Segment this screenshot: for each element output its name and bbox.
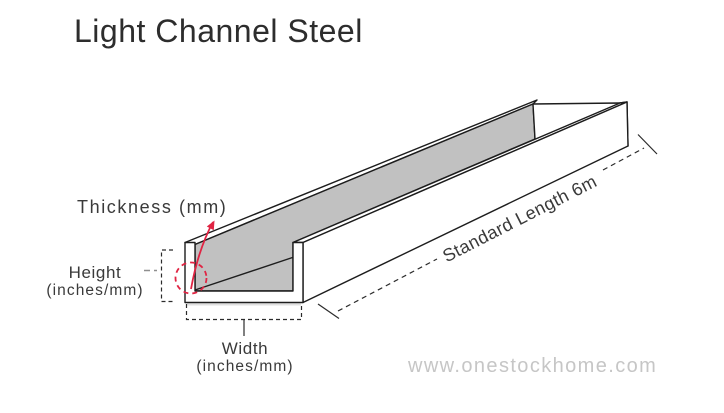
length-dimension: [317, 134, 658, 319]
height-label-line1: Height: [68, 263, 122, 282]
watermark: www.onestockhome.com: [408, 355, 658, 377]
length-tick-near: [317, 303, 340, 319]
length-dim-line-far: [602, 147, 645, 171]
interior-corner-edge: [194, 256, 295, 291]
width-label: Width (inches/mm): [178, 339, 312, 376]
thickness-arrowhead: [206, 220, 215, 231]
height-label-line2: (inches/mm): [46, 282, 144, 299]
height-dimension-bracket: [160, 249, 173, 303]
thickness-callout: [174, 220, 215, 295]
length-dim-line-near: [337, 258, 438, 312]
page-title: Light Channel Steel: [74, 13, 363, 49]
channel-steel-solid: [184, 99, 629, 306]
width-dimension-bracket: [185, 304, 303, 321]
height-label: Height (inches/mm): [28, 263, 162, 300]
width-label-line1: Width: [221, 339, 269, 358]
thickness-label: Thickness (mm): [77, 197, 228, 217]
length-tick-far: [637, 134, 658, 155]
width-dimension: [185, 304, 303, 336]
thickness-highlight-circle: [174, 261, 208, 295]
front-cross-section-face: [184, 241, 304, 304]
width-label-line2: (inches/mm): [196, 358, 294, 375]
height-dimension: [144, 249, 173, 303]
